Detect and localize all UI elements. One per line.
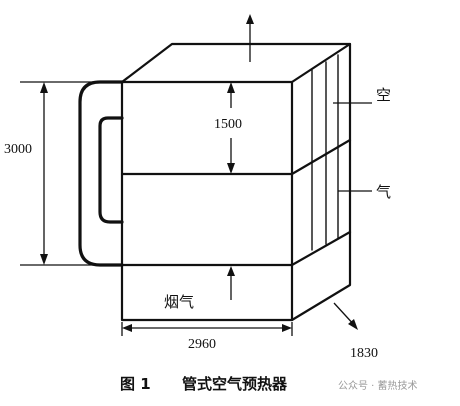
dim-1500-label: 1500	[214, 117, 242, 132]
arrow-head	[40, 254, 48, 265]
flue-gas-label: 烟气	[164, 293, 194, 311]
dim-1830-label: 1830	[350, 346, 378, 361]
dimension-width: 2960	[121, 322, 293, 352]
arrow-head	[122, 324, 132, 332]
dimension-depth: 1830	[333, 302, 378, 361]
air-duct	[78, 80, 124, 267]
top-face	[120, 42, 352, 84]
dim-2960-label: 2960	[188, 337, 216, 352]
arrow-head	[282, 324, 292, 332]
duct-outer	[78, 80, 124, 267]
dimension-upper-height: 1500	[214, 82, 242, 174]
arrow-head	[348, 319, 358, 330]
preheater-body	[120, 42, 352, 322]
arrow-head	[40, 82, 48, 93]
arrow-head	[227, 266, 235, 276]
watermark: 公众号 · 蓄热技术	[338, 379, 418, 392]
right-face-edge	[290, 42, 352, 322]
right-lower-divider	[290, 230, 352, 267]
dim-3000-label: 3000	[4, 142, 32, 157]
arrow-head	[246, 14, 254, 24]
right-mid-divider	[290, 138, 352, 176]
arrow-head	[227, 163, 235, 174]
figure-number: 图 1	[120, 375, 151, 393]
arrow-head	[227, 82, 235, 93]
dimension-total-height: 3000	[4, 81, 120, 266]
lower-section	[120, 263, 294, 322]
duct-inner	[98, 116, 124, 224]
figure-title: 管式空气预热器	[182, 375, 288, 393]
flow-arrows	[227, 14, 372, 300]
air-label-1: 空	[376, 86, 391, 104]
air-label-2: 气	[376, 183, 391, 201]
